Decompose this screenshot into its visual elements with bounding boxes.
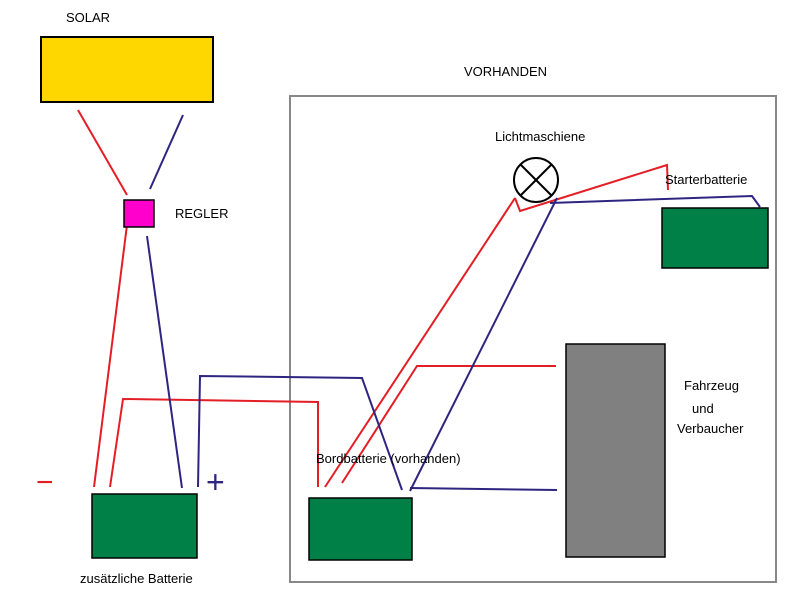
wire-regulator-to-extra-battery-positive [93, 208, 130, 488]
starter-battery-label: Starterbatterie [665, 172, 748, 187]
wire-board-battery-to-alternator-negative [409, 197, 558, 492]
board-battery-label: Bordbatterie (vorhanden) [316, 451, 461, 466]
wire-extra-battery-to-board-battery-positive [109, 397, 319, 488]
extra-battery [91, 493, 198, 559]
wire-board-battery-to-alternator-positive [324, 197, 516, 488]
starter-battery [661, 207, 769, 269]
extra-battery-label: zusätzliche Batterie [80, 571, 193, 586]
existing-label: VORHANDEN [464, 64, 548, 79]
solar-label: SOLAR [66, 10, 111, 25]
wire-solar-to-regulator-positive [77, 109, 128, 196]
regulator-label: REGLER [175, 206, 229, 221]
vehicle-label-line3: Verbaucher [677, 421, 744, 436]
wire-regulator-to-extra-battery-negative [146, 235, 183, 489]
positive-wires [77, 109, 669, 488]
wire-extra-battery-to-board-battery-negative [197, 374, 403, 491]
board-battery [308, 497, 413, 561]
wire-alternator-to-starter-positive [514, 163, 669, 213]
minus-polarity-sign: − [36, 466, 54, 499]
vehicle-label-line2: und [692, 401, 714, 416]
plus-polarity-sign: + [206, 464, 225, 500]
wire-alternator-to-starter-negative [549, 194, 761, 208]
vehicle-and-consumers-block [565, 343, 666, 558]
solar-panel [40, 36, 214, 103]
negative-wires [146, 114, 761, 492]
wire-solar-to-regulator-negative [149, 114, 184, 190]
charge-regulator [123, 199, 155, 228]
vehicle-label-line1: Fahrzeug [684, 378, 739, 393]
wire-board-battery-to-vehicle-negative [409, 487, 558, 491]
existing-installation-frame [289, 95, 777, 583]
wire-board-battery-to-vehicle-positive [341, 365, 556, 484]
alternator-icon [513, 157, 559, 203]
alternator-label: Lichtmaschiene [495, 129, 586, 144]
